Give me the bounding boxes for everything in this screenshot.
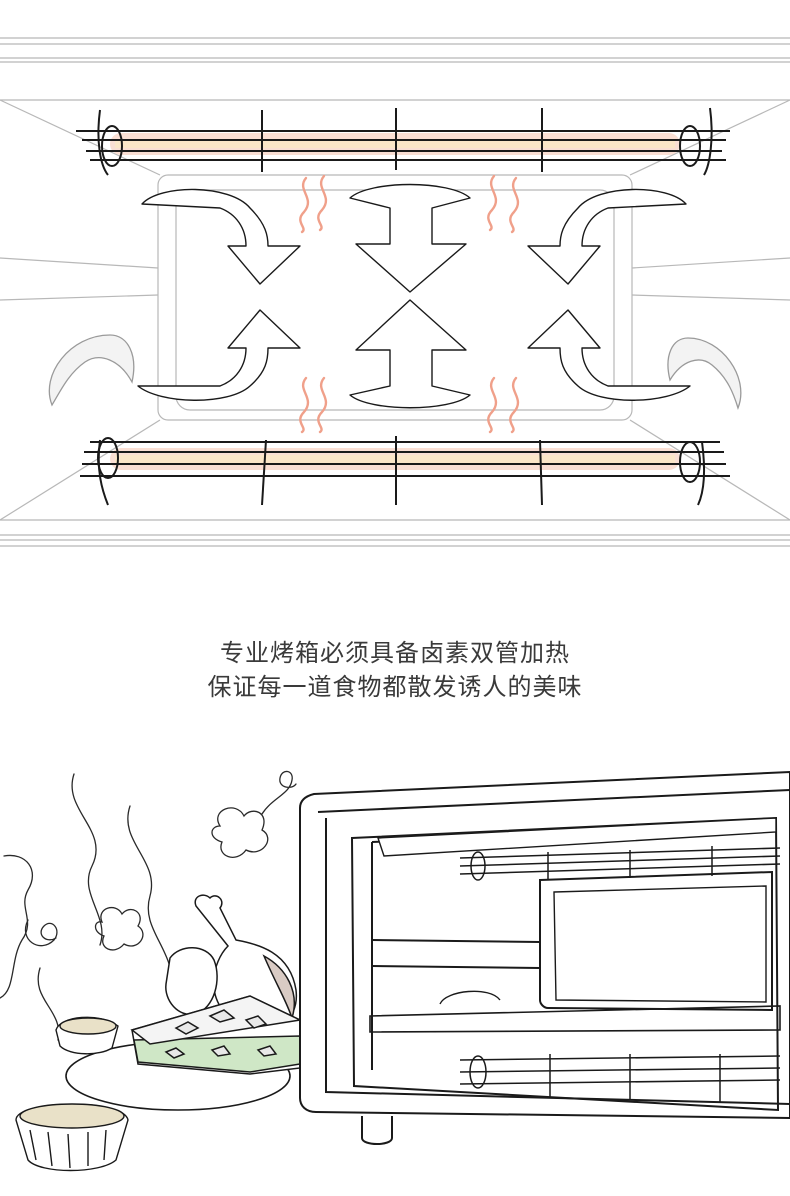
egg-tart-front xyxy=(15,1103,129,1172)
arrow-right-up xyxy=(527,309,691,401)
caption-line-2: 保证每一道食物都散发诱人的美味 xyxy=(207,673,583,701)
toaster-oven xyxy=(299,770,790,1145)
chicken-leg xyxy=(165,894,297,1031)
arrow-right-down xyxy=(527,188,687,285)
food-and-oven-scene xyxy=(0,770,790,1172)
bottom-heating-tube xyxy=(80,436,730,506)
left-rack-hook xyxy=(48,334,135,407)
right-rack-hook xyxy=(667,337,742,410)
pie-slice xyxy=(130,995,303,1075)
oven-interior-diagram xyxy=(0,37,790,547)
top-heating-tube xyxy=(76,107,730,176)
caption-line-1: 专业烤箱必须具备卤素双管加热 xyxy=(220,639,570,667)
egg-tart-back xyxy=(55,1016,119,1055)
steam-lines xyxy=(0,770,297,1041)
airflow-arrows xyxy=(137,183,691,409)
heat-waves xyxy=(299,174,520,434)
arrow-left-down xyxy=(141,188,301,285)
arrow-center-down xyxy=(349,183,471,293)
arrow-center-up xyxy=(349,299,471,409)
arrow-left-up xyxy=(137,309,301,401)
caption: 专业烤箱必须具备卤素双管加热 保证每一道食物都散发诱人的美味 xyxy=(0,636,790,704)
